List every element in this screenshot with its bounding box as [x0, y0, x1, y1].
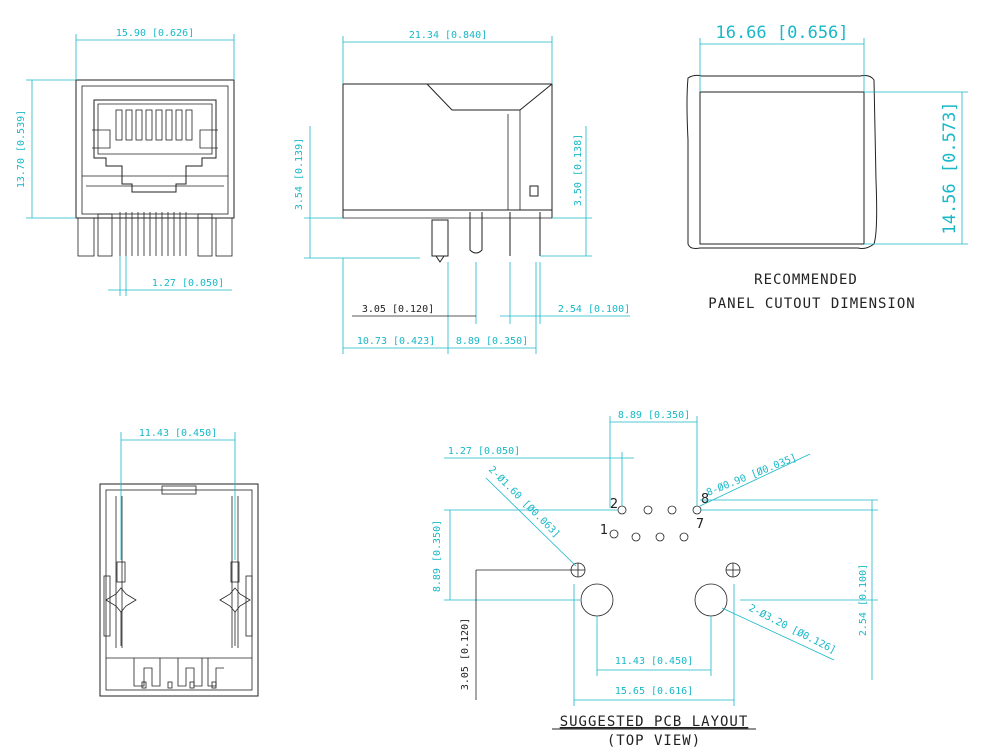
- pcb-large-hole-dim: 2-Ø3.20 [Ø0.126]: [747, 602, 838, 656]
- panel-cutout: 16.66 [0.656] 14.56 [0.573] RECOMMENDED …: [686, 23, 968, 312]
- front-height-dim: 13.70 [0.539]: [16, 110, 27, 188]
- pcb-overall-width-dim: 15.65 [0.616]: [615, 686, 693, 697]
- pcb-small-hole-dim: 8-Ø0.90 [Ø0.035]: [705, 452, 799, 499]
- cutout-caption-line1: RECOMMENDED: [754, 272, 858, 288]
- pcb-caption-line1: SUGGESTED PCB LAYOUT: [560, 714, 749, 730]
- side-view: 21.34 [0.840] 3.54 [0.139] 3.50 [0.138] …: [294, 30, 630, 354]
- pcb-caption-line2: (TOP VIEW): [607, 733, 701, 749]
- cutout-width-dim: 16.66 [0.656]: [715, 23, 848, 43]
- pin-label-1: 1: [600, 523, 608, 538]
- side-length-dim: 21.34 [0.840]: [409, 30, 487, 41]
- pcb-layout: 1 2 7 8: [432, 410, 878, 749]
- pin-label-7: 7: [696, 517, 704, 532]
- front-pitch-dim: 1.27 [0.050]: [152, 278, 224, 289]
- pin-label-8: 8: [701, 492, 709, 507]
- side-left-height-dim: 3.54 [0.139]: [294, 138, 305, 210]
- pcb-left-height-dim: 8.89 [0.350]: [432, 520, 443, 592]
- pcb-pitch-dim: 1.27 [0.050]: [448, 446, 520, 457]
- side-front-to-post-dim: 10.73 [0.423]: [357, 336, 435, 347]
- cutout-caption-line2: PANEL CUTOUT DIMENSION: [708, 296, 915, 312]
- pcb-right-height-dim: 2.54 [0.100]: [858, 564, 869, 636]
- front-view: 15.90 [0.626] 13.70 [0.539] 1.27 [0.050]: [16, 28, 235, 296]
- bottom-view: 11.43 [0.450]: [99, 428, 259, 697]
- side-right-height-dim: 3.50 [0.138]: [573, 134, 584, 206]
- side-post-to-pin-dim: 8.89 [0.350]: [456, 336, 528, 347]
- side-pitch-dim: 2.54 [0.100]: [558, 304, 630, 315]
- pcb-medium-hole-dim: 2-Ø1.60 [Ø0.063]: [486, 464, 563, 541]
- front-width-dim: 15.90 [0.626]: [116, 28, 194, 39]
- cutout-height-dim: 14.56 [0.573]: [940, 101, 960, 234]
- pcb-post-offset-dim: 3.05 [0.120]: [460, 618, 471, 690]
- bottom-post-spacing-dim: 11.43 [0.450]: [139, 428, 217, 439]
- pcb-row-span-dim: 8.89 [0.350]: [618, 410, 690, 421]
- pin-label-2: 2: [610, 497, 618, 512]
- side-post-offset-dim: 3.05 [0.120]: [362, 304, 434, 315]
- pcb-post-spacing-dim: 11.43 [0.450]: [615, 656, 693, 667]
